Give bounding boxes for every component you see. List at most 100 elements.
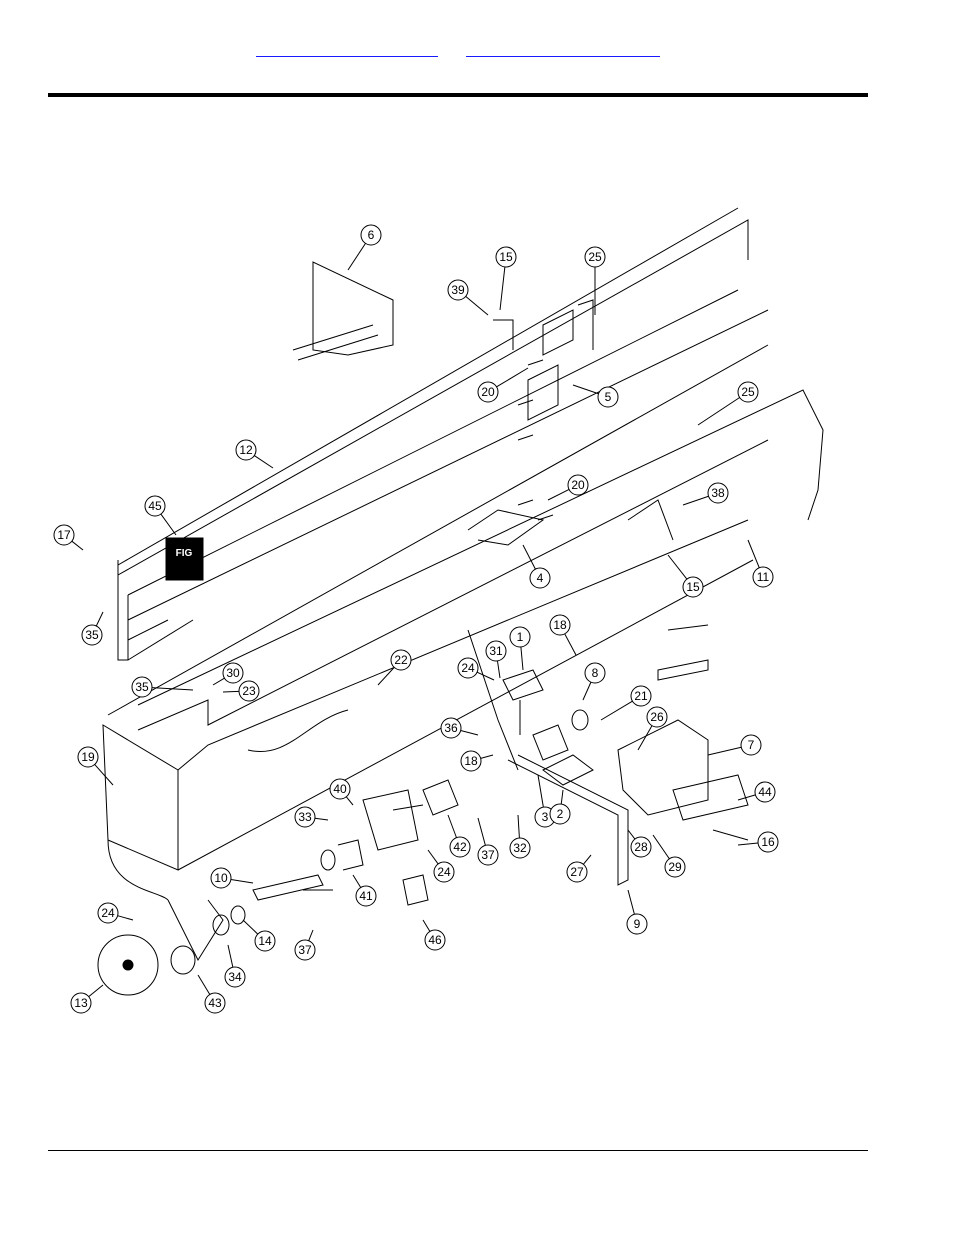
callout-leader	[222, 690, 240, 693]
callout-number: 2	[557, 807, 564, 821]
callout-bubble	[440, 717, 462, 739]
callout-number: 37	[481, 848, 495, 862]
nav-link-2[interactable]	[466, 40, 660, 57]
callout-bubble	[254, 930, 276, 952]
callout-leader	[496, 660, 501, 679]
callout-number: 5	[605, 390, 612, 404]
callout-leader	[160, 513, 177, 536]
callout-leader	[95, 611, 104, 627]
callout-leader	[747, 539, 760, 568]
diagram-linework	[97, 207, 824, 996]
callout-bubble	[495, 246, 517, 268]
callout-number: 37	[298, 943, 312, 957]
callout-leader	[537, 774, 544, 808]
callout-leader	[522, 544, 536, 570]
callout-number: 4	[537, 571, 544, 585]
callout-leader	[447, 814, 457, 838]
callout-bubble	[754, 781, 776, 803]
callout-bubble	[97, 902, 119, 924]
callout-bubble	[737, 381, 759, 403]
callout-leader	[347, 243, 366, 271]
callout-leader	[667, 554, 688, 580]
callout-bubble	[567, 474, 589, 496]
callout-number: 11	[757, 570, 770, 584]
callout-bubble	[294, 806, 316, 828]
callout-bubble	[390, 649, 412, 671]
callout-bubble	[566, 861, 588, 883]
callout-leader	[637, 725, 653, 751]
callout-leader	[652, 834, 670, 860]
callout-bubble	[360, 224, 382, 246]
callout-number: 34	[228, 970, 242, 984]
callout-bubble	[70, 992, 92, 1014]
callout-leader	[499, 266, 506, 311]
callout-leader	[476, 671, 495, 681]
callout-number: 30	[226, 666, 240, 680]
callout-number: 25	[588, 250, 602, 264]
footer-rule	[48, 1150, 868, 1151]
callout-leader	[564, 633, 577, 656]
nav-link-1[interactable]	[256, 40, 438, 57]
callout-bubble	[630, 836, 652, 858]
callout-number: 9	[634, 917, 641, 931]
callout-number: 24	[437, 865, 451, 879]
callout-leader	[197, 974, 211, 995]
callout-number: 24	[101, 906, 115, 920]
callout-leader	[345, 796, 354, 806]
callout-number: 42	[453, 840, 467, 854]
callout-number: 27	[570, 865, 584, 879]
callout-leader	[480, 754, 494, 759]
callout-bubble	[509, 626, 531, 648]
callout-bubble	[584, 246, 606, 268]
callout-number: 24	[461, 661, 475, 675]
callout-bubble	[597, 386, 619, 408]
callout-number: 26	[650, 710, 664, 724]
callout-number: 17	[57, 528, 71, 542]
callout-leader	[227, 944, 234, 968]
callout-bubble	[204, 992, 226, 1014]
callout-leader	[254, 455, 274, 469]
callout-leader	[582, 681, 592, 701]
callout-leader	[697, 397, 740, 426]
callout-bubble	[355, 885, 377, 907]
callout-number: 18	[464, 754, 478, 768]
callout-number: 40	[333, 782, 347, 796]
callout-number: 8	[592, 666, 599, 680]
callout-bubble	[682, 576, 704, 598]
callout-number: 35	[85, 628, 99, 642]
callout-leader	[422, 919, 431, 932]
callout-leader	[460, 730, 479, 736]
callout-leader	[496, 367, 529, 388]
callout-bubble	[460, 750, 482, 772]
callout-number: 20	[571, 478, 585, 492]
callout-bubble	[222, 662, 244, 684]
callout-bubble	[238, 680, 260, 702]
callout-bubble	[224, 966, 246, 988]
callout-number: 39	[451, 283, 465, 297]
callout-leader	[151, 687, 194, 691]
callout-leader	[242, 919, 259, 935]
callout-bubble	[329, 778, 351, 800]
callout-number: 21	[634, 689, 648, 703]
callout-leader	[465, 296, 489, 316]
callout-leader	[600, 700, 633, 721]
callout-leader	[212, 677, 225, 686]
callout-number: 43	[208, 996, 222, 1010]
callout-leader	[682, 495, 709, 506]
callout-number: 7	[748, 738, 755, 752]
callout-bubble	[144, 495, 166, 517]
callout-bubble	[81, 624, 103, 646]
callout-leader	[547, 489, 570, 501]
callout-leader	[737, 794, 756, 801]
callout-number: 32	[513, 841, 527, 855]
callout-number: 44	[758, 785, 772, 799]
callout-bubble	[424, 929, 446, 951]
callout-bubble	[77, 746, 99, 768]
callout-bubble	[294, 939, 316, 961]
callout-number: 14	[258, 934, 272, 948]
callout-number: 38	[711, 486, 725, 500]
callout-bubble	[630, 685, 652, 707]
callout-number: 46	[428, 933, 442, 947]
callout-leader	[737, 842, 759, 846]
decal-label: FIG	[176, 548, 193, 559]
